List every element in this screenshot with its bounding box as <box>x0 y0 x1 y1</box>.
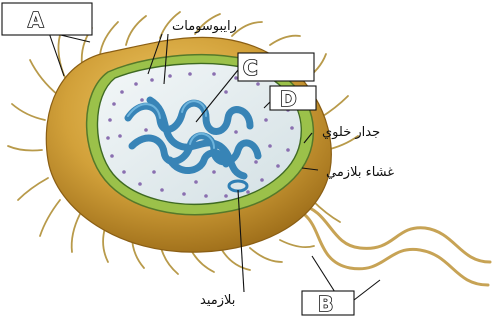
ribosome-dot <box>108 118 112 122</box>
box-c: C <box>238 53 314 81</box>
ribosome-dot <box>118 134 122 138</box>
ribosome-dot <box>268 144 272 148</box>
box-c-letter: C <box>243 56 258 80</box>
ribosome-dot <box>106 136 110 140</box>
ribosome-dot <box>246 190 250 194</box>
ribosome-dot <box>260 178 264 182</box>
ribosome-dot <box>120 90 124 94</box>
ribosome-dot <box>134 82 138 86</box>
ribosome-dot <box>138 182 142 186</box>
label-plasmid: بلازميد <box>200 293 235 308</box>
flagellum <box>300 205 490 285</box>
ribosome-dot <box>256 82 260 86</box>
ribosome-dot <box>168 74 172 78</box>
ribosome-dot <box>150 78 154 82</box>
ribosome-dot <box>224 194 228 198</box>
label-plasma-membrane: غشاء بلازمي <box>326 165 394 180</box>
box-a: A <box>2 3 92 35</box>
ribosome-dot <box>122 170 126 174</box>
ribosome-dot <box>160 188 164 192</box>
ribosome-dot <box>140 98 144 102</box>
ribosome-dot <box>188 72 192 76</box>
box-b-letter: B <box>318 292 333 316</box>
ribosome-dot <box>194 180 198 184</box>
ribosome-dot <box>110 154 114 158</box>
ribosome-dot <box>144 128 148 132</box>
ribosome-dot <box>290 126 294 130</box>
ribosome-dot <box>112 102 116 106</box>
ribosome-dot <box>234 76 238 80</box>
ribosome-dot <box>224 90 228 94</box>
box-d-letter: D <box>280 87 297 111</box>
ribosome-dot <box>182 192 186 196</box>
ribosome-dot <box>264 118 268 122</box>
box-b: B <box>302 291 354 316</box>
ribosome-dot <box>204 194 208 198</box>
ribosome-dot <box>234 130 238 134</box>
label-cell-wall: جدار خلوي <box>322 125 380 140</box>
ribosome-dot <box>276 164 280 168</box>
ribosome-dot <box>254 160 258 164</box>
label-ribosomes: رايبوسومات <box>172 19 237 34</box>
box-a-letter: A <box>28 8 44 32</box>
box-d: D <box>270 86 316 111</box>
ribosome-dot <box>212 170 216 174</box>
ribosome-dot <box>212 72 216 76</box>
ribosome-dot <box>152 170 156 174</box>
ribosome-dot <box>286 148 290 152</box>
